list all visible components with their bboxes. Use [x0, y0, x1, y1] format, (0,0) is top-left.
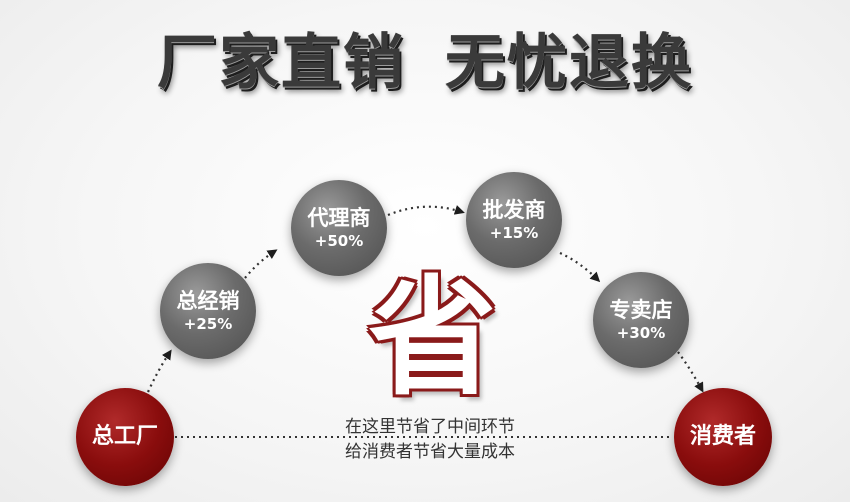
node-distributor: 总经销 +25% [160, 263, 256, 359]
node-consumer-label: 消费者 [689, 424, 756, 449]
node-distributor-label: 总经销 [176, 289, 240, 313]
headline: 厂家直销无忧退换 [0, 14, 850, 101]
node-factory-label: 总工厂 [91, 424, 158, 449]
caption-line-1: 在这里节省了中间环节 [345, 417, 515, 437]
arrow-factory-to-distributor [146, 349, 172, 393]
node-retailer-label: 专卖店 [609, 298, 673, 322]
node-agent-markup: +50% [314, 232, 364, 250]
save-character: 省 [368, 263, 497, 413]
arrow-distributor-to-agent [244, 249, 278, 279]
node-agent: 代理商 +50% [291, 180, 387, 276]
node-wholesaler: 批发商 +15% [466, 172, 562, 268]
node-agent-label: 代理商 [307, 206, 371, 230]
node-wholesaler-label: 批发商 [482, 198, 546, 222]
headline-direct-sale: 厂家直销 [157, 28, 405, 98]
node-distributor-markup: +25% [183, 315, 233, 333]
headline-worry-free-return: 无忧退换 [445, 28, 693, 98]
node-retailer-markup: +30% [616, 324, 666, 342]
arrow-retailer-to-consumer [677, 351, 704, 393]
node-wholesaler-markup: +15% [489, 224, 539, 242]
node-retailer: 专卖店 +30% [593, 272, 689, 368]
arrow-agent-to-wholesaler [387, 205, 465, 217]
arrow-wholesaler-to-retailer [559, 251, 601, 283]
caption-line-2: 给消费者节省大量成本 [345, 442, 515, 462]
node-consumer: 消费者 [674, 388, 772, 486]
node-factory: 总工厂 [76, 388, 174, 486]
